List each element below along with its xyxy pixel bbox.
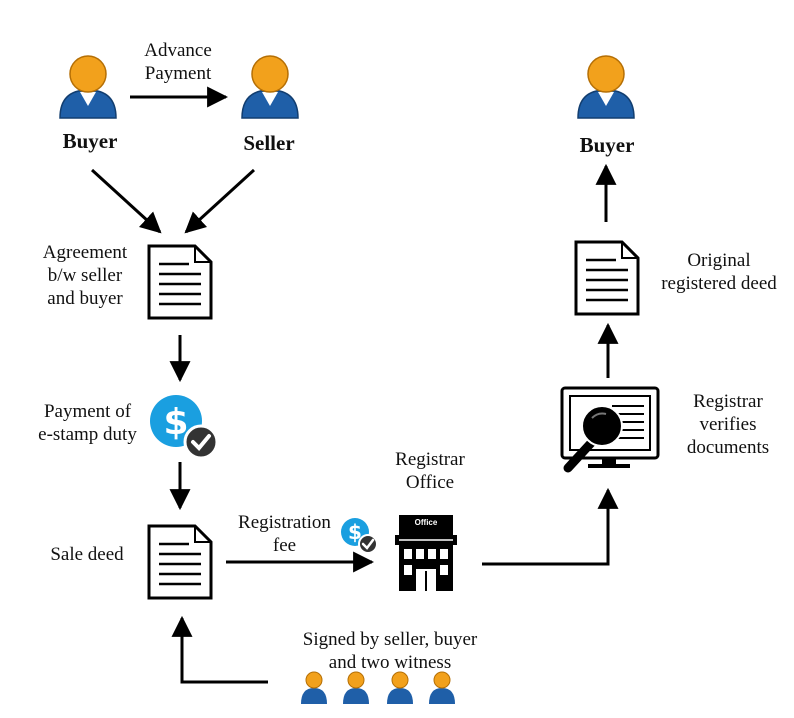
- buyer-final-person-icon: [577, 55, 635, 119]
- agreement-document-icon: [147, 244, 213, 320]
- office-to-verification-arrow: [482, 487, 619, 566]
- advance-payment-label: Advance Payment: [144, 40, 212, 84]
- original-deed-label: Original registered deed: [661, 250, 777, 294]
- svg-text:$: $: [163, 402, 188, 443]
- office-sign-label: Office: [414, 518, 438, 527]
- seller-label: Seller: [243, 131, 295, 155]
- registrar-office-label: Registrar Office: [395, 449, 465, 493]
- seller-to-agreement-arrow: [184, 168, 256, 234]
- registration-fee-label: Registration fee: [238, 512, 331, 556]
- buyer-final-label: Buyer: [579, 133, 635, 157]
- buyer-person-icon: [59, 55, 117, 119]
- buyer-label: Buyer: [62, 129, 118, 153]
- sale-deed-label: Sale deed: [50, 544, 124, 565]
- registration-fee-dollar-check-icon: $: [341, 518, 378, 554]
- witness-person-icon: [387, 671, 413, 704]
- original-deed-document-icon: [574, 240, 640, 316]
- buyer-to-agreement-arrow: [90, 168, 162, 234]
- estamp-dollar-check-icon: $: [150, 395, 219, 460]
- seller-person-icon: [241, 55, 299, 119]
- signed-by-label: Signed by seller, buyer and two witness: [302, 629, 478, 673]
- estamp-label: Payment of e-stamp duty: [38, 401, 137, 445]
- agreement-label: Agreement b/w seller and buyer: [42, 242, 128, 309]
- witness-person-icon: [301, 671, 327, 704]
- witness-person-icon: [343, 671, 369, 704]
- verify-magnifier-icon: [560, 386, 660, 473]
- witness-signing-arrow: [171, 615, 268, 684]
- sale-deed-document-icon: [147, 524, 213, 600]
- witness-person-icon: [429, 671, 455, 704]
- registrar-verifies-label: Registrar verifies documents: [686, 391, 770, 458]
- registrar-office-building-icon: [395, 515, 457, 591]
- svg-text:$: $: [348, 520, 362, 544]
